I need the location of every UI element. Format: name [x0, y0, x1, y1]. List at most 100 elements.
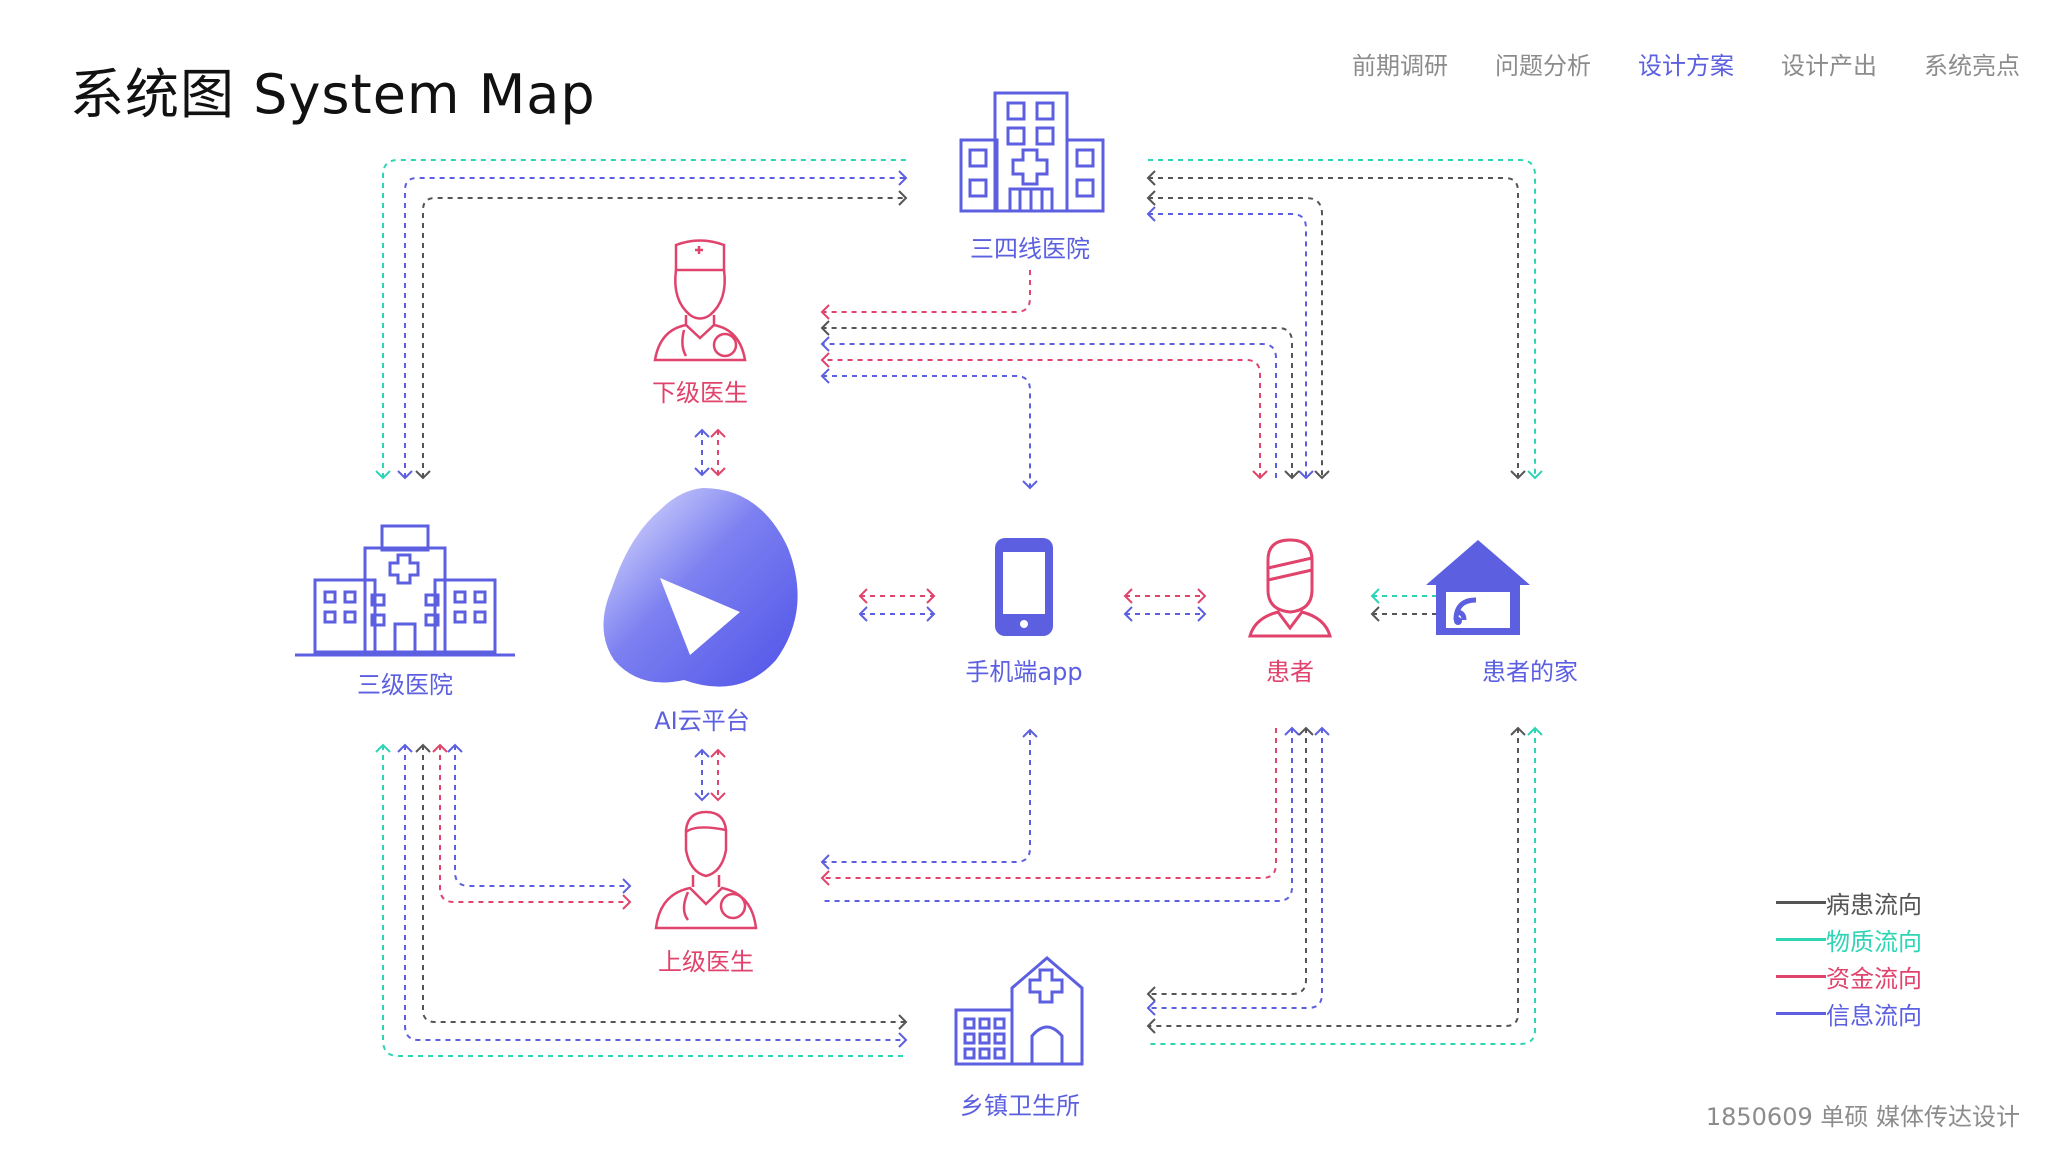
legend-item-material-flow: 物质流向 [1776, 921, 1922, 958]
arrow-head [1123, 606, 1133, 622]
arrow-head [710, 428, 726, 438]
arrow-head [710, 748, 726, 758]
arrow-head [926, 606, 936, 622]
arrow-head [1146, 986, 1156, 1002]
arrow-head [926, 588, 936, 604]
arrow-head [622, 878, 632, 894]
arrow-head [1022, 480, 1038, 490]
arrow-head [375, 470, 391, 480]
arrow-head [397, 470, 413, 480]
smartphone-icon [995, 538, 1053, 636]
arrow-head [1314, 470, 1330, 480]
arrow-head [858, 606, 868, 622]
node-label-township-clinic: 乡镇卫生所 [960, 1092, 1080, 1120]
arrow-head [1298, 470, 1314, 480]
arrow-heads [375, 170, 1543, 1048]
legend-swatch [1776, 938, 1826, 941]
footer-credit: 1850609 单硕 媒体传达设计 [1705, 1103, 2020, 1131]
flow-line [1148, 213, 1307, 478]
legend-item-fund-flow: 资金流向 [1776, 958, 1922, 995]
arrow-head [1146, 1000, 1156, 1016]
arrow-head [1370, 606, 1380, 622]
arrow-head [820, 304, 830, 320]
node-label-tertiary-hospital: 三级医院 [357, 671, 453, 699]
legend: 病患流向 物质流向 资金流向 信息流向 [1776, 884, 1922, 1032]
flow-lines [382, 159, 1536, 1057]
arrow-head [898, 1014, 908, 1030]
legend-item-info-flow: 信息流向 [1776, 995, 1922, 1032]
node-label-upper-doctor: 上级医生 [658, 948, 754, 976]
arrow-head [820, 336, 830, 352]
clinic-icon [954, 956, 1084, 1066]
arrow-head [1022, 728, 1038, 738]
flow-line [822, 730, 1031, 863]
flow-line [404, 177, 906, 478]
flow-line [822, 359, 1261, 478]
nav-item-design[interactable]: 设计方案 [1638, 52, 1734, 80]
arrow-head [1370, 588, 1380, 604]
flow-line [439, 745, 630, 903]
arrow-head [1510, 726, 1526, 736]
flow-line [404, 745, 906, 1041]
flow-line [1148, 197, 1323, 478]
arrow-head [415, 470, 431, 480]
hospital-building-icon [959, 91, 1105, 213]
arrow-head [1146, 170, 1156, 186]
ai-cloud-logo [603, 488, 798, 687]
arrow-head [1527, 470, 1543, 480]
arrow-head [1197, 606, 1207, 622]
patient-icon [1248, 538, 1332, 638]
legend-item-patient-flow: 病患流向 [1776, 884, 1922, 921]
arrow-head [820, 854, 830, 870]
node-label-patient-home: 患者的家 [1482, 658, 1578, 686]
flow-line [822, 343, 1277, 478]
arrow-head [1197, 588, 1207, 604]
arrow-head [898, 190, 908, 206]
flow-line [1148, 728, 1536, 1045]
top-nav: 前期调研 问题分析 设计方案 设计产出 系统亮点 [1352, 46, 2020, 81]
flow-line [822, 270, 1031, 313]
node-label-mobile-app: 手机端app [965, 658, 1082, 686]
flow-line [1148, 728, 1307, 995]
arrow-head [694, 428, 710, 438]
smart-home-icon [1426, 540, 1530, 635]
arrow-head [432, 743, 448, 753]
arrow-head [1314, 726, 1330, 736]
arrow-head [1284, 470, 1300, 480]
arrow-head [898, 170, 908, 186]
arrow-head [820, 352, 830, 368]
large-hospital-icon [295, 524, 515, 657]
arrow-head [694, 748, 710, 758]
flow-line [1148, 159, 1536, 478]
legend-label: 信息流向 [1826, 1002, 1922, 1030]
legend-swatch [1776, 1012, 1826, 1015]
arrow-head [710, 467, 726, 477]
arrow-head [1146, 190, 1156, 206]
arrow-head [1298, 726, 1314, 736]
nav-item-research[interactable]: 前期调研 [1352, 52, 1448, 80]
flow-line [454, 745, 630, 887]
arrow-head [622, 894, 632, 910]
flow-line [1148, 728, 1519, 1027]
nav-item-analysis[interactable]: 问题分析 [1495, 52, 1591, 80]
page-title: 系统图 System Map [70, 63, 596, 126]
arrow-head [1146, 1018, 1156, 1034]
arrow-head [820, 368, 830, 384]
doctor-icon [654, 810, 758, 930]
arrow-head [710, 792, 726, 802]
nav-item-output[interactable]: 设计产出 [1781, 52, 1877, 80]
legend-label: 资金流向 [1826, 965, 1922, 993]
arrow-head [415, 743, 431, 753]
nav-item-highlights[interactable]: 系统亮点 [1924, 52, 2020, 80]
arrow-head [375, 743, 391, 753]
legend-label: 物质流向 [1826, 928, 1922, 956]
node-label-ai-platform: AI云平台 [654, 707, 750, 735]
node-label-patient: 患者 [1266, 658, 1314, 686]
nurse-icon [653, 239, 747, 362]
node-label-county-hospital: 三四线医院 [970, 235, 1090, 263]
arrow-head [820, 320, 830, 336]
flow-line [382, 159, 906, 478]
arrow-head [1252, 470, 1268, 480]
flow-line [822, 327, 1293, 478]
